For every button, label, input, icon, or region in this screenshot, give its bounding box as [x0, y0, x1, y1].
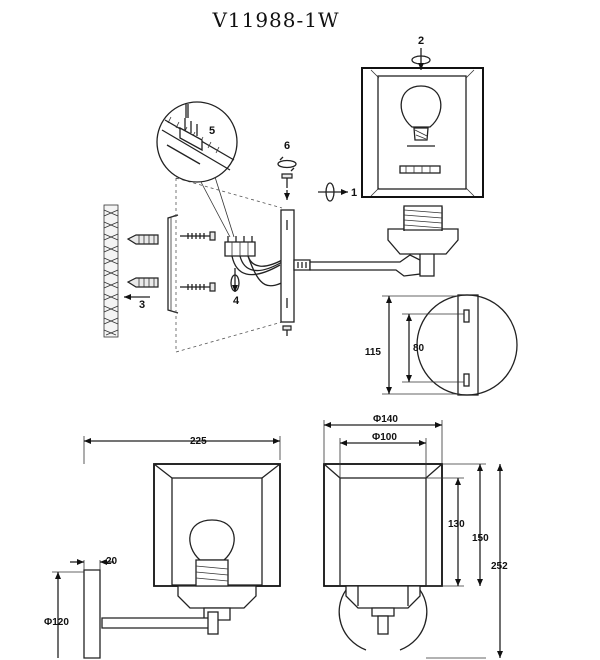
terminal-detail-bubble — [156, 101, 238, 238]
backplate-side — [280, 209, 295, 323]
step-4-rotation — [230, 268, 240, 292]
backplate-front-view — [416, 294, 518, 396]
dim-total-width: 225 — [190, 436, 207, 447]
mounting-strap — [167, 214, 179, 314]
dim-shade-height: 130 — [448, 519, 465, 530]
wall-screw-bottom — [180, 282, 216, 292]
wall-anchor-bottom — [126, 277, 159, 288]
bulb-assembly — [399, 85, 442, 174]
lamp-holder-cup — [387, 205, 459, 255]
step-1-rotation — [318, 182, 348, 202]
dim-total-width-lines — [83, 436, 281, 464]
step-5-label: 5 — [209, 125, 215, 137]
dim-plate-height: 115 — [365, 347, 382, 358]
dim-plate-diameter-lines — [52, 571, 84, 658]
lamp-arm — [293, 251, 435, 277]
dim-shade-height-lines — [426, 477, 464, 587]
wall-surface — [103, 204, 119, 338]
step-6-label: 6 — [284, 140, 290, 152]
projection-lines — [175, 177, 283, 353]
wall-screw-top — [180, 231, 216, 241]
dim-plate-depth: 20 — [106, 556, 118, 567]
step-2-label: 2 — [418, 35, 424, 47]
front-view — [323, 463, 443, 651]
wires — [231, 255, 289, 287]
cap-screw-bottom — [282, 325, 292, 336]
model-title: V11988-1W — [211, 8, 339, 32]
dim-body-height: 150 — [472, 533, 489, 544]
dim-total-height: 252 — [491, 561, 508, 572]
dim-inner-diameter-lines — [339, 438, 427, 478]
dim-plate-diameter: Φ120 — [44, 617, 69, 628]
terminal-block — [224, 236, 256, 257]
dim-plate-depth-lines — [70, 559, 114, 570]
dim-outer-diameter: Φ140 — [373, 414, 398, 425]
dim-hole-spacing-lines — [402, 313, 464, 383]
cap-screw-top — [277, 156, 297, 200]
shade-assembly — [361, 67, 484, 198]
step-4-label: 4 — [233, 295, 240, 307]
dim-inner-diameter: Φ100 — [372, 432, 397, 443]
step-1-label: 1 — [351, 187, 357, 199]
step-3-label: 3 — [139, 299, 145, 311]
dim-body-height-lines — [426, 463, 486, 659]
dim-hole-spacing: 80 — [413, 343, 425, 354]
step-2-rotation — [411, 48, 431, 70]
dim-outer-diameter-lines — [323, 420, 443, 464]
wall-anchor-top — [126, 234, 159, 245]
dim-plate-height-lines — [382, 295, 460, 395]
side-view-bulb — [189, 519, 235, 587]
